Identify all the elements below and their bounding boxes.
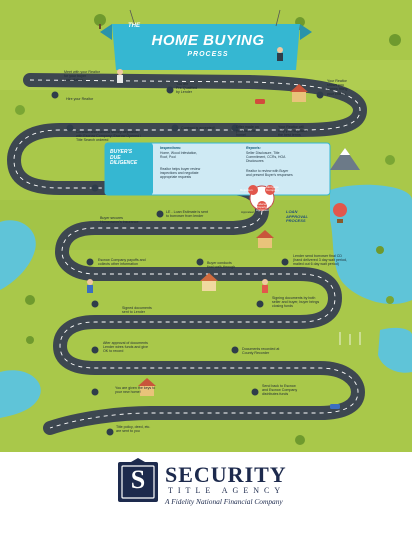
step-offer-made: Offer made on your favorite home! — [236, 125, 259, 138]
hot-air-balloon-icon — [333, 203, 347, 223]
step-lender-cd: Lender send borrower final CD (hand deli… — [293, 254, 347, 267]
title-banner — [100, 9, 312, 70]
reports-heading: Reports: — [246, 146, 261, 150]
step-le-sent: LE - Loan Estimate is sent to borrower f… — [166, 210, 208, 219]
step-final-walkthrough: Buyer conducts final walk-through — [207, 261, 236, 270]
road-map: THE HOME BUYING PROCESS Meet with your R… — [0, 0, 412, 452]
step-hire-realtor: Hire your Realtor — [66, 97, 94, 101]
loan-approval-heading: LOAN APPROVAL PROCESS — [286, 209, 308, 224]
lake-right — [330, 184, 412, 305]
realtor-review-text: Realtor to review with Buyer and present… — [246, 169, 293, 177]
loan-mortgage-company: Mortgage Company — [266, 185, 279, 193]
wind-turbine-icons — [339, 332, 361, 345]
brand-tagline: A Fidelity National Financial Company — [165, 497, 283, 506]
lake-bottom-left — [0, 370, 41, 418]
due-diligence-heading: BUYER'S DUE DILIGENCE — [110, 149, 138, 167]
title-process: PROCESS — [187, 51, 229, 58]
people-icons — [87, 47, 283, 293]
step-realtor-negotiate: Your Realtor will help you negotiate the… — [278, 125, 308, 138]
loan-underwriting: Underwriting Property Appraised — [256, 202, 272, 213]
loan-appraisal: Appraisal — [241, 210, 254, 214]
logo-monogram: S — [130, 465, 146, 494]
step-recorded: Documents recorded at County Recorder — [242, 347, 280, 356]
step-escrow-distributes: Send back to Escrow and Escrow Company d… — [262, 384, 298, 397]
winding-road — [7, 73, 367, 435]
inspections-heading: Inspections: — [160, 146, 182, 150]
title-the: THE — [128, 23, 140, 29]
map-artwork — [0, 0, 412, 452]
brand-subtitle: TITLE AGENCY — [168, 486, 286, 495]
logo-emblem — [118, 458, 158, 502]
house-icons — [138, 84, 308, 396]
reports-text: Seller Disclosure, Title Commitment, CCR… — [246, 151, 286, 163]
car-icon — [255, 99, 265, 104]
page-title: HOME BUYING — [151, 32, 265, 49]
step-homeowners-insurance: Buyer secures Homeowner's insurance — [100, 216, 139, 225]
company-logo: S SECURITY TITLE AGENCY A Fidelity Natio… — [0, 452, 412, 533]
brand-name: SECURITY — [165, 462, 287, 487]
loan-rejection: Rejection — [240, 188, 253, 192]
moving-truck-icon — [330, 404, 340, 409]
step-pre-qualified: You are Pre-Qualified by Lender — [176, 82, 197, 95]
step-signing-docs: Signing documents by both seller and buy… — [272, 296, 320, 309]
trees — [15, 14, 401, 445]
step-realtor-shows: Your Realtor shows you homes fitting you… — [327, 79, 348, 96]
map-pins — [51, 86, 324, 436]
step-keys: You are given the keys to your new home! — [115, 386, 156, 395]
mountain-icon — [330, 148, 360, 170]
step-contract-deposit: Contract and Earnest Money deposited wit… — [76, 130, 142, 143]
step-title-policy: Title policy, deed, etc. are sent to you — [116, 425, 151, 434]
lake-left — [0, 220, 36, 290]
realtor-help-text: Realtor helps buyer review inspections a… — [160, 167, 201, 179]
step-meet-realtor: Meet with your Realtor for your buyer co… — [64, 70, 100, 83]
inspections-text: Home, Wood Infestation, Roof, Pool — [160, 151, 198, 159]
pond-right — [378, 327, 412, 373]
step-contract-accepted: Contract is accepted! — [181, 126, 215, 130]
step-signed-to-lender: Signed documents sent to Lender — [122, 306, 152, 315]
step-escrow-payoffs: Escrow Company payoffs and collects othe… — [98, 258, 146, 267]
step-lender-wires: After approval of documents Lender wires… — [103, 341, 148, 354]
